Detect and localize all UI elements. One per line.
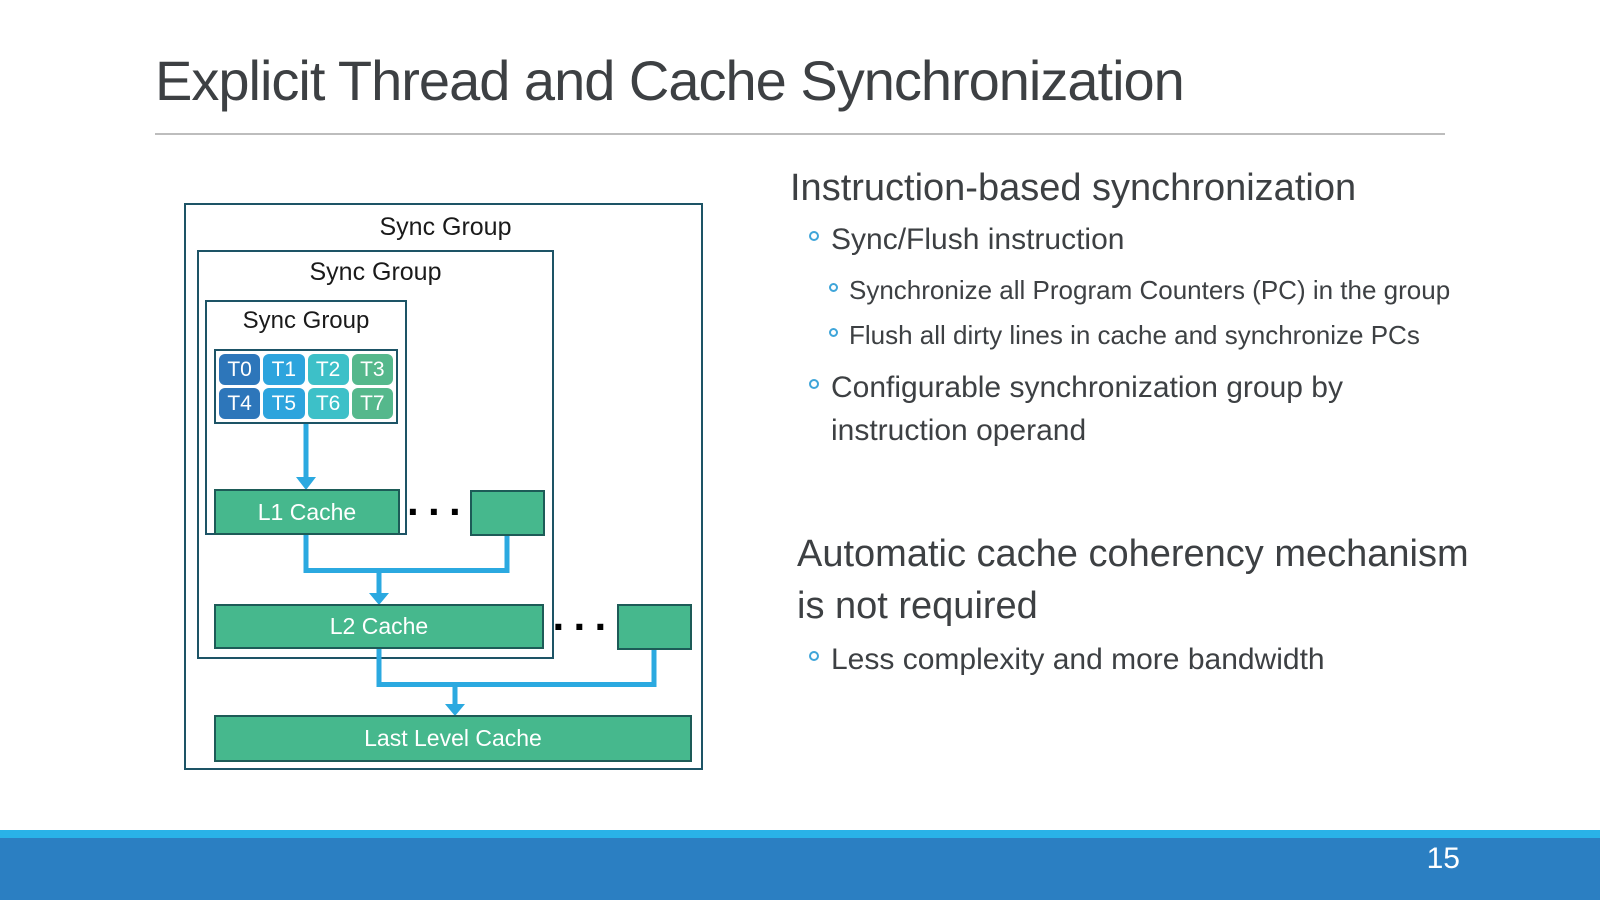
ellipsis-icon: ··· bbox=[407, 488, 470, 535]
footer-accent-strip bbox=[0, 830, 1600, 838]
sync-group-middle-label: Sync Group bbox=[309, 258, 442, 286]
thread-box-t5: T5 bbox=[263, 388, 305, 419]
section2-heading: Automatic cache coherency mechanism is n… bbox=[797, 528, 1469, 632]
bullet-text-line2: instruction operand bbox=[831, 414, 1087, 447]
l2-cache-peer-box bbox=[617, 604, 692, 650]
section1-heading: Instruction-based synchronization bbox=[790, 167, 1357, 209]
bullet-text: Sync/Flush instruction bbox=[831, 223, 1125, 256]
cache-hierarchy-diagram: Sync Group Sync Group Sync Group T0 T1 T… bbox=[184, 203, 703, 770]
heading-line1: Automatic cache coherency mechanism bbox=[797, 533, 1469, 575]
bullet-item: Less complexity and more bandwidth bbox=[809, 638, 1325, 681]
bullet-text-line1: Configurable synchronization group by bbox=[831, 371, 1343, 404]
bullet-circle-icon bbox=[829, 328, 838, 337]
thread-box-t0: T0 bbox=[219, 354, 261, 385]
sync-group-middle-box bbox=[197, 250, 554, 659]
thread-box-t3: T3 bbox=[351, 354, 393, 385]
l2-cache-box: L2 Cache bbox=[214, 604, 544, 649]
thread-box-t1: T1 bbox=[263, 354, 305, 385]
thread-box-t2: T2 bbox=[307, 354, 349, 385]
l1-cache-box: L1 Cache bbox=[214, 489, 400, 535]
bullet-text: Flush all dirty lines in cache and synch… bbox=[849, 320, 1420, 350]
bullet-item: Configurable synchronization group by in… bbox=[809, 366, 1343, 452]
bullet-circle-icon bbox=[809, 651, 819, 661]
thread-box-t7: T7 bbox=[351, 388, 393, 419]
page-number: 15 bbox=[1426, 842, 1460, 875]
sync-group-outer-label: Sync Group bbox=[379, 213, 512, 241]
sub-bullet-item: Flush all dirty lines in cache and synch… bbox=[829, 317, 1420, 353]
bullet-text: Less complexity and more bandwidth bbox=[831, 643, 1325, 676]
thread-box-t6: T6 bbox=[307, 388, 349, 419]
footer-bar bbox=[0, 838, 1600, 900]
title-divider bbox=[155, 133, 1445, 135]
slide-title: Explicit Thread and Cache Synchronizatio… bbox=[155, 49, 1185, 112]
l1-cache-peer-box bbox=[470, 490, 545, 536]
bullet-circle-icon bbox=[829, 283, 838, 292]
thread-box-t4: T4 bbox=[219, 388, 261, 419]
heading-line2: is not required bbox=[797, 585, 1038, 627]
last-level-cache-box: Last Level Cache bbox=[214, 715, 692, 762]
bullet-circle-icon bbox=[809, 231, 819, 241]
bullet-item: Sync/Flush instruction bbox=[809, 218, 1124, 261]
bullet-circle-icon bbox=[809, 379, 819, 389]
bullet-text: Synchronize all Program Counters (PC) in… bbox=[849, 275, 1451, 305]
sync-group-inner-label: Sync Group bbox=[242, 307, 370, 334]
ellipsis-icon: ··· bbox=[552, 602, 616, 650]
bullet-text: Configurable synchronization group by in… bbox=[831, 366, 1343, 452]
sub-bullet-item: Synchronize all Program Counters (PC) in… bbox=[829, 272, 1450, 308]
thread-group-grid: T0 T1 T2 T3 T4 T5 T6 T7 bbox=[214, 349, 398, 424]
